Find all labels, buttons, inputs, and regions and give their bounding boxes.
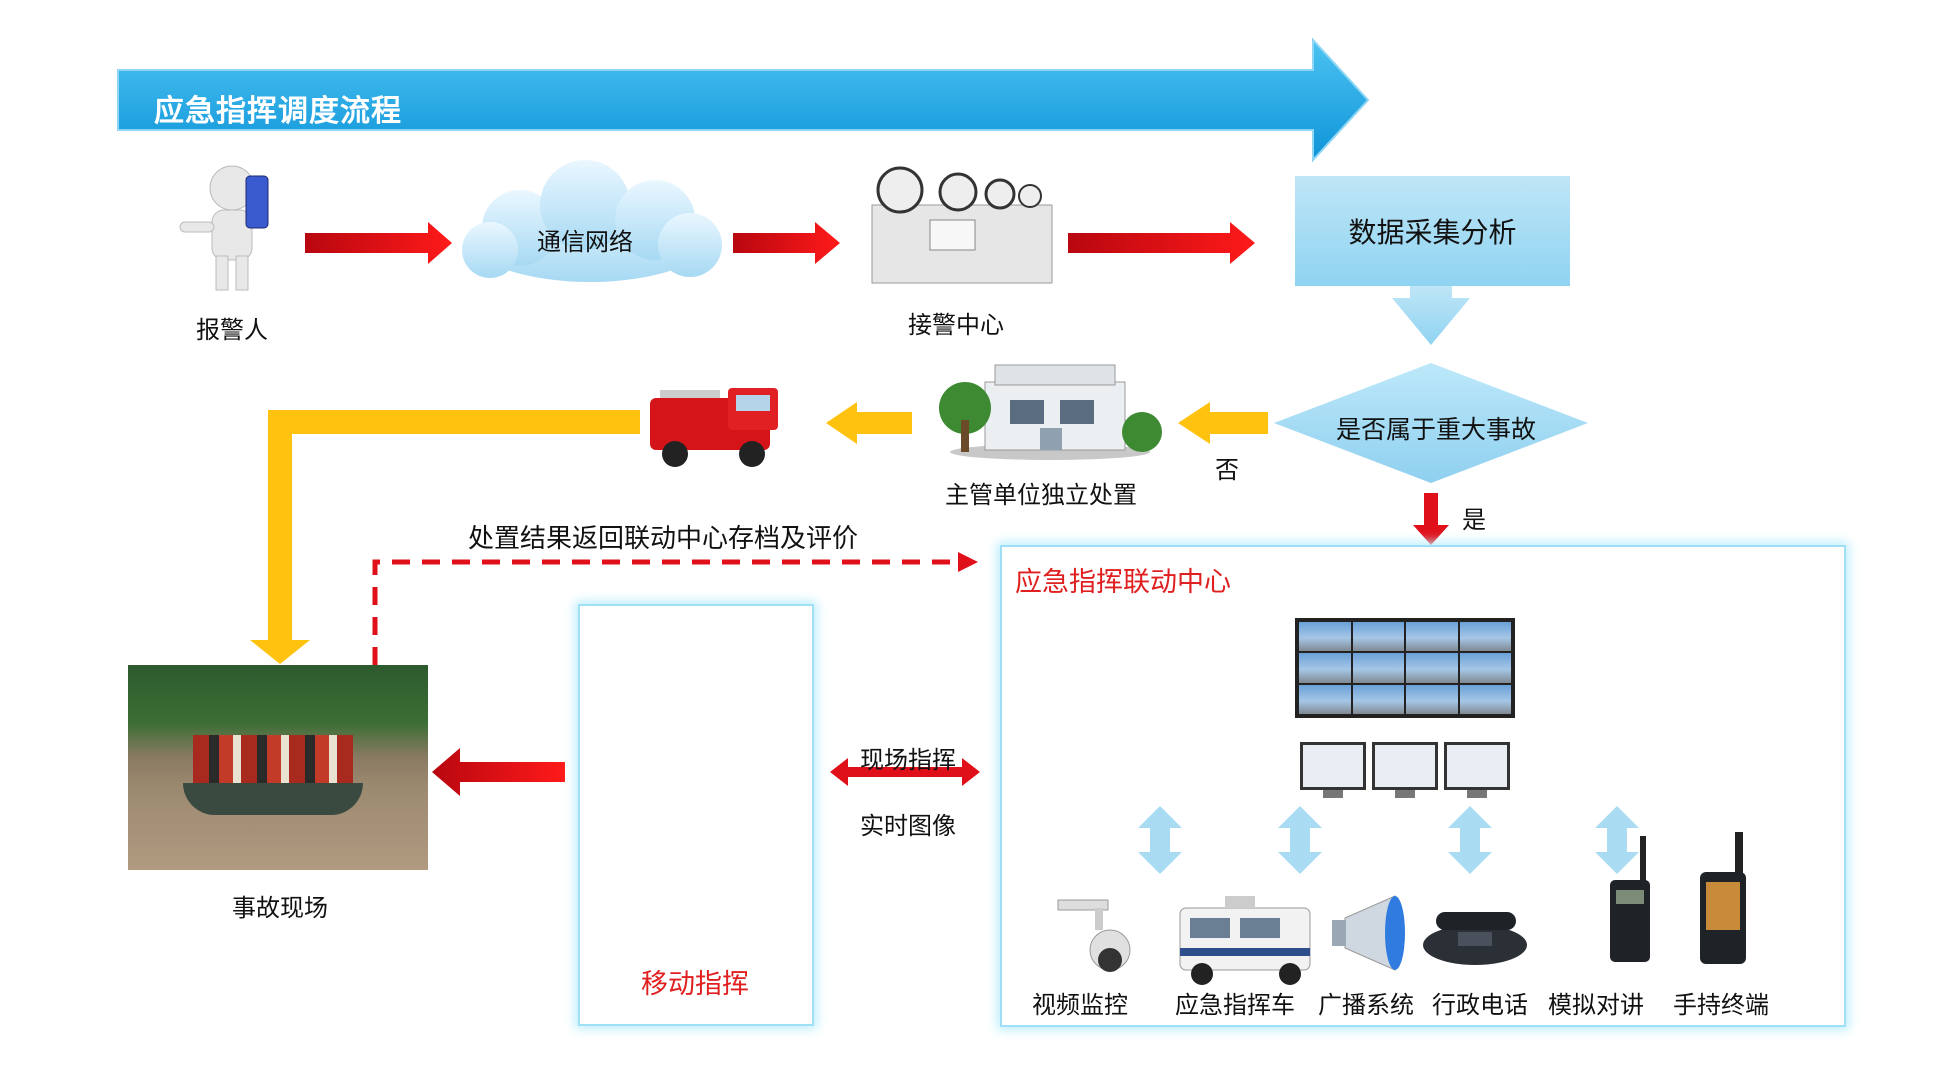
mobile-command-title: 移动指挥: [641, 969, 749, 1000]
page-title: 应急指挥调度流程: [154, 94, 402, 129]
monitor-right: [1444, 742, 1510, 790]
yes-label: 是: [1462, 506, 1486, 534]
device-label-radio: 模拟对讲: [1548, 991, 1644, 1019]
rescue-boat: [183, 783, 363, 815]
rescue-people: [193, 735, 353, 790]
realtime-image-label: 实时图像: [860, 812, 956, 840]
department-label: 主管单位独立处置: [945, 481, 1137, 509]
linkage-center-panel: [1000, 545, 1846, 1027]
device-label-terminal: 手持终端: [1673, 991, 1769, 1019]
linkage-center-title: 应急指挥联动中心: [1015, 567, 1231, 598]
device-label-phone: 行政电话: [1432, 991, 1528, 1019]
radio-icon: [1610, 836, 1650, 962]
speaker-icon: [1332, 895, 1405, 971]
arrow-data-to-decision: [1392, 286, 1470, 345]
camera-icon: [1057, 899, 1131, 972]
double-arrow-field: [830, 758, 980, 786]
network-label: 通信网络: [537, 228, 633, 256]
reporter-figure-icon: [179, 165, 269, 291]
monitor-middle: [1372, 742, 1438, 790]
fire-truck-icon: [650, 388, 778, 467]
arrow-truck-to-scene: [250, 410, 640, 664]
arrow-reporter-to-network: [305, 222, 452, 264]
monitor-stand-left: [1323, 790, 1343, 798]
video-wall: [1295, 618, 1515, 718]
reporter-label: 报警人: [196, 316, 268, 344]
data-analysis-box: 数据采集分析: [1295, 176, 1570, 286]
monitor-left: [1300, 742, 1366, 790]
device-label-broadcast: 广播系统: [1318, 991, 1414, 1019]
arrow-callcenter-to-data: [1068, 222, 1255, 264]
decision-label: 是否属于重大事故: [1336, 415, 1537, 444]
monitor-stand-middle: [1395, 790, 1415, 798]
title-arrow-bar: [117, 37, 1370, 163]
arrow-department-to-truck: [826, 402, 912, 444]
telephone-icon: [1423, 912, 1527, 965]
feedback-dashed-line: [372, 559, 960, 665]
blue-double-arrows: [1138, 806, 1639, 874]
arrow-mobile-to-scene: [432, 748, 565, 796]
device-label-video: 视频监控: [1032, 991, 1128, 1019]
call-center-label: 接警中心: [908, 311, 1004, 339]
monitor-stand-right: [1467, 790, 1487, 798]
feedback-arrowhead: [958, 552, 978, 572]
accident-scene-photo: [128, 665, 428, 870]
handheld-terminal-icon: [1700, 832, 1746, 964]
field-command-label: 现场指挥: [860, 746, 956, 774]
building-icon: [939, 364, 1162, 460]
arrow-network-to-callcenter: [733, 222, 840, 264]
mobile-command-panel: [578, 604, 814, 1026]
accident-scene-label: 事故现场: [232, 894, 328, 922]
no-label: 否: [1215, 456, 1239, 484]
decision-diamond: [1274, 363, 1588, 483]
arrow-decision-yes: [1413, 493, 1449, 545]
device-label-vehicle: 应急指挥车: [1175, 991, 1295, 1019]
command-vehicle-icon: [1179, 896, 1311, 985]
call-center-icon: [871, 166, 1053, 284]
feedback-label: 处置结果返回联动中心存档及评价: [468, 524, 859, 554]
arrow-decision-no: [1178, 402, 1268, 444]
cloud-shape: [462, 160, 722, 282]
data-analysis-label: 数据采集分析: [1348, 216, 1517, 249]
